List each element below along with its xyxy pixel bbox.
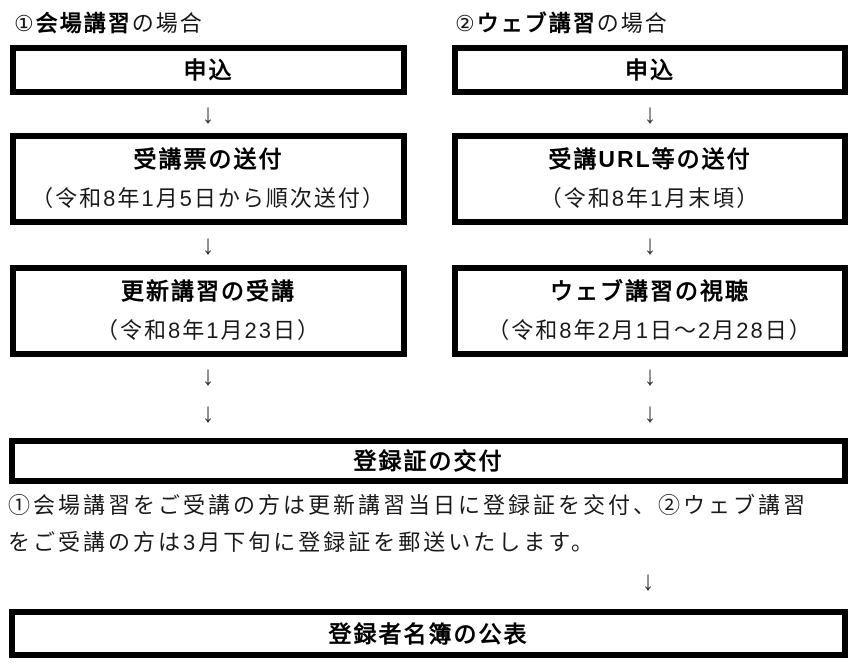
step-box-web-url: 受講URL等の送付 （令和8年1月末頃） (452, 133, 848, 225)
certificate-issue-box: 登録証の交付 (9, 438, 848, 484)
down-arrow-icon: ↓ (643, 397, 657, 429)
web-column-header: ②ウェブ講習の場合 (455, 6, 669, 38)
down-arrow-icon: ↓ (201, 229, 215, 261)
step-box-venue-ticket: 受講票の送付 （令和8年1月5日から順次送付） (10, 133, 407, 225)
step-box-venue-apply: 申込 (10, 45, 407, 95)
step-title: 受講URL等の送付 (548, 146, 752, 172)
step-detail: （令和8年2月1日～2月28日） (487, 318, 813, 343)
step-detail: （令和8年1月末頃） (539, 186, 761, 211)
down-arrow-icon: ↓ (641, 565, 655, 597)
step-detail: （令和8年1月5日から順次送付） (31, 186, 386, 211)
down-arrow-icon: ↓ (643, 360, 657, 392)
step-detail: （令和8年1月23日） (96, 318, 321, 343)
step-title: 申込 (183, 57, 234, 83)
down-arrow-icon: ↓ (201, 98, 215, 130)
step-box-venue-lecture: 更新講習の受講 （令和8年1月23日） (10, 265, 407, 357)
venue-header-prefix: ① (14, 11, 36, 36)
venue-column-header: ①会場講習の場合 (14, 6, 204, 38)
step-title: ウェブ講習の視聴 (550, 278, 750, 304)
step-title: 申込 (625, 57, 675, 83)
step-box-web-viewing: ウェブ講習の視聴 （令和8年2月1日～2月28日） (452, 265, 848, 357)
step-title: 登録証の交付 (353, 448, 504, 474)
certificate-note-line2: をご受講の方は3月下旬に登録証を郵送いたします。 (8, 530, 597, 555)
roster-publication-box: 登録者名簿の公表 (9, 609, 848, 658)
down-arrow-icon: ↓ (201, 397, 215, 429)
venue-header-suffix: の場合 (131, 11, 204, 36)
step-title: 更新講習の受講 (121, 278, 296, 304)
web-header-prefix: ② (455, 11, 477, 36)
web-header-suffix: の場合 (596, 11, 669, 36)
down-arrow-icon: ↓ (643, 98, 657, 130)
down-arrow-icon: ↓ (643, 229, 657, 261)
step-title: 受講票の送付 (133, 146, 284, 172)
down-arrow-icon: ↓ (201, 360, 215, 392)
venue-header-emphasis: 会場講習 (35, 11, 132, 36)
step-box-web-apply: 申込 (452, 45, 848, 95)
certificate-note-line1: ①会場講習をご受講の方は更新講習当日に登録証を交付、②ウェブ講習 (8, 493, 809, 518)
step-title: 登録者名簿の公表 (328, 620, 529, 647)
certificate-note: ①会場講習をご受講の方は更新講習当日に登録証を交付、②ウェブ講習 をご受講の方は… (8, 487, 852, 561)
web-header-emphasis: ウェブ講習 (476, 11, 597, 36)
